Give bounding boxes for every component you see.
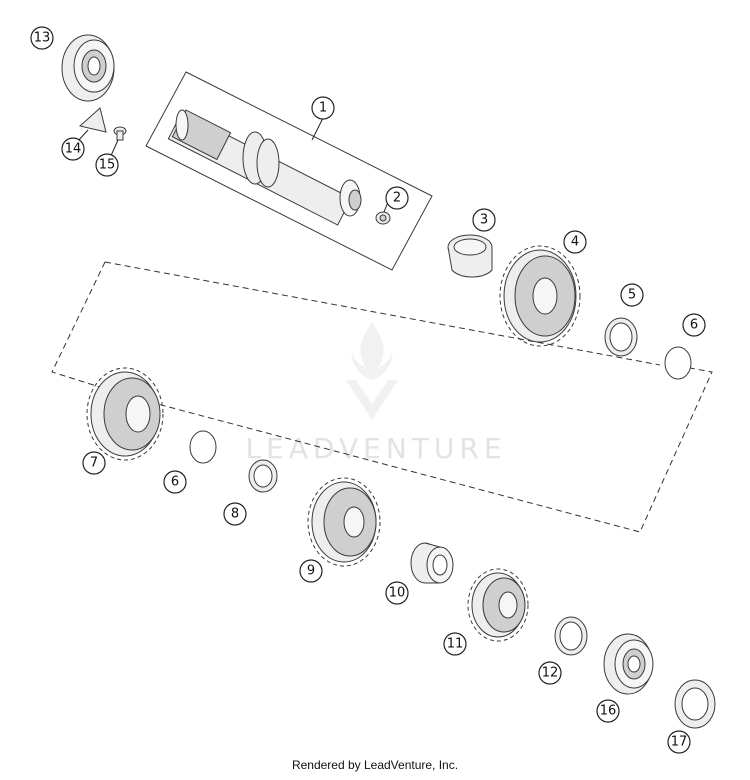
svg-text:5: 5 — [628, 288, 636, 303]
gear-part-9 — [307, 477, 381, 567]
snap-ring-part-6 — [664, 346, 692, 380]
svg-text:1: 1 — [319, 101, 327, 116]
svg-text:3: 3 — [480, 213, 488, 228]
screw-part-15 — [113, 126, 127, 141]
snap-ring-part-6-lower — [189, 430, 217, 464]
needle-bearing-part-10 — [410, 542, 454, 584]
svg-text:17: 17 — [671, 735, 688, 750]
callout-5: 5 — [620, 283, 644, 307]
gear-part-4 — [499, 245, 581, 347]
lock-plate-part-14 — [78, 107, 107, 133]
assembly-guide-dashed-line — [51, 261, 713, 533]
svg-text:8: 8 — [231, 507, 239, 522]
callout-15: 15 — [95, 153, 119, 177]
svg-text:7: 7 — [90, 456, 98, 471]
gear-part-11 — [467, 568, 529, 642]
callout-14: 14 — [61, 137, 85, 161]
sleeve-part — [447, 234, 493, 278]
svg-text:15: 15 — [99, 158, 116, 173]
svg-text:10: 10 — [389, 586, 406, 601]
svg-text:11: 11 — [447, 637, 464, 652]
svg-text:6: 6 — [171, 475, 179, 490]
callout-3: 3 — [472, 208, 496, 232]
callout-2: 2 — [385, 186, 409, 210]
callout-12: 12 — [538, 661, 562, 685]
bearing-part-16 — [603, 633, 654, 695]
credit-footer: Rendered by LeadVenture, Inc. — [291, 758, 459, 772]
main-shaft-part — [167, 109, 362, 226]
svg-text:16: 16 — [600, 704, 617, 719]
svg-text:2: 2 — [393, 191, 401, 206]
watermark-text: LEADVENTURE — [245, 432, 506, 465]
callout-13: 13 — [30, 26, 54, 50]
callout-7: 7 — [82, 451, 106, 475]
svg-text:12: 12 — [542, 666, 559, 681]
gear-part-7 — [86, 367, 164, 461]
callout-6: 6 — [682, 313, 706, 337]
washer-part-12 — [554, 616, 588, 656]
callout-4: 4 — [563, 230, 587, 254]
callout-11: 11 — [443, 632, 467, 656]
leadventure-watermark-logo — [346, 322, 398, 420]
bearing-part-13 — [61, 34, 115, 102]
shaft-group-box — [145, 71, 433, 271]
callout-10: 10 — [385, 581, 409, 605]
exploded-parts-diagram: LEADVENTURE — [30, 26, 716, 754]
callout-16: 16 — [596, 699, 620, 723]
callout-8: 8 — [223, 502, 247, 526]
washer-part-5 — [604, 317, 638, 357]
callout-17: 17 — [667, 730, 691, 754]
nut-part — [375, 211, 391, 225]
svg-text:9: 9 — [307, 564, 315, 579]
shim-part-17 — [674, 679, 716, 729]
callout-9: 9 — [299, 559, 323, 583]
svg-text:14: 14 — [65, 142, 82, 157]
svg-text:4: 4 — [571, 235, 579, 250]
svg-text:6: 6 — [690, 318, 698, 333]
splined-washer-part-8 — [248, 459, 278, 493]
callout-6-lower: 6 — [163, 470, 187, 494]
svg-text:13: 13 — [34, 31, 51, 46]
callout-1: 1 — [311, 96, 335, 120]
